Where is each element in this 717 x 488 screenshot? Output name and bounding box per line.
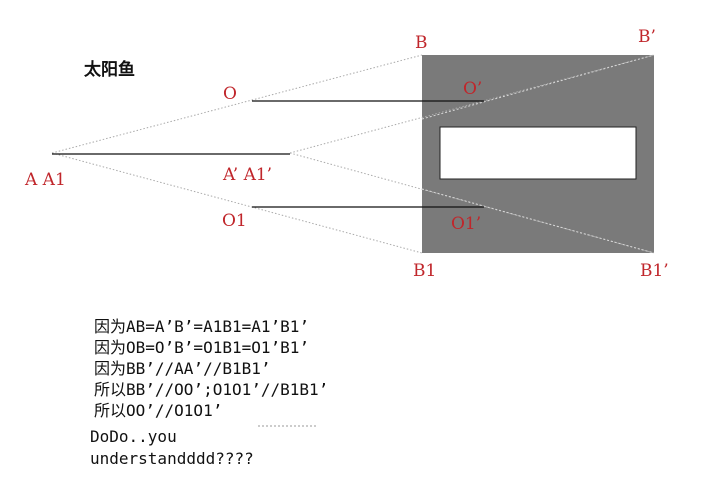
inner-white-rectangle xyxy=(439,126,637,180)
diagram-title: 太阳鱼 xyxy=(84,59,135,80)
box-ray-lower xyxy=(421,188,655,254)
proof-line: 因为BB’//AA’//B1B1’ xyxy=(94,359,271,378)
label-b-prime: B’ xyxy=(638,27,656,47)
ray-a-to-b1 xyxy=(51,152,423,254)
proof-line: 因为OB=O’B’=O1B1=O1’B1’ xyxy=(94,338,309,357)
proof-line: 因为AB=A’B’=A1B1=A1’B1’ xyxy=(94,317,309,336)
dotted-rays xyxy=(51,54,655,254)
label-a-prime-a1-prime: A’ A1’ xyxy=(222,165,272,185)
solid-lines xyxy=(52,100,484,208)
label-o1-prime: O1’ xyxy=(451,214,481,234)
label-b1-prime: B1’ xyxy=(640,261,669,281)
footer-line: DoDo..you xyxy=(90,427,177,446)
label-o-prime: O’ xyxy=(463,79,482,99)
box-ray-upper xyxy=(421,54,655,120)
proof-line: 所以BB’//OO’;O1O1’//B1B1’ xyxy=(94,380,328,399)
label-a-a1: A A1 xyxy=(24,170,66,190)
footer-line: understandddd???? xyxy=(90,449,254,468)
label-b: B xyxy=(415,33,428,53)
label-o1: O1 xyxy=(222,211,247,231)
proof-line: 所以OO’//O1O1’ xyxy=(94,401,222,420)
box-ray-overlays xyxy=(421,54,655,254)
footer-text: DoDo..you understandddd???? xyxy=(90,427,254,468)
proof-text: 因为AB=A’B’=A1B1=A1’B1’ 因为OB=O’B’=O1B1=O1’… xyxy=(94,317,328,420)
ray-a-to-b xyxy=(51,54,423,154)
label-b1: B1 xyxy=(413,261,436,281)
label-o: O xyxy=(223,84,237,104)
